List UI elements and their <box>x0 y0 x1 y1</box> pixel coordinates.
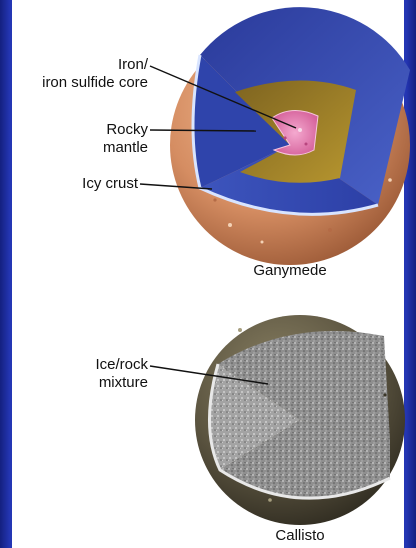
crust-label: Icy crust <box>30 175 138 193</box>
callisto-globe <box>195 315 405 525</box>
mantle-leader-line <box>150 130 256 131</box>
interior-label-line1: Ice/rock <box>40 356 148 374</box>
ganymede-globe <box>170 7 410 265</box>
mantle-label-line1: Rocky <box>40 121 148 139</box>
core-label-line2: iron sulfide core <box>8 74 148 92</box>
callisto-title: Callisto <box>250 527 350 545</box>
mantle-label-line2: mantle <box>40 139 148 157</box>
ganymede-title: Ganymede <box>240 262 340 280</box>
interior-label-line2: mixture <box>40 374 148 392</box>
core-label-line1: Iron/ <box>40 56 148 74</box>
